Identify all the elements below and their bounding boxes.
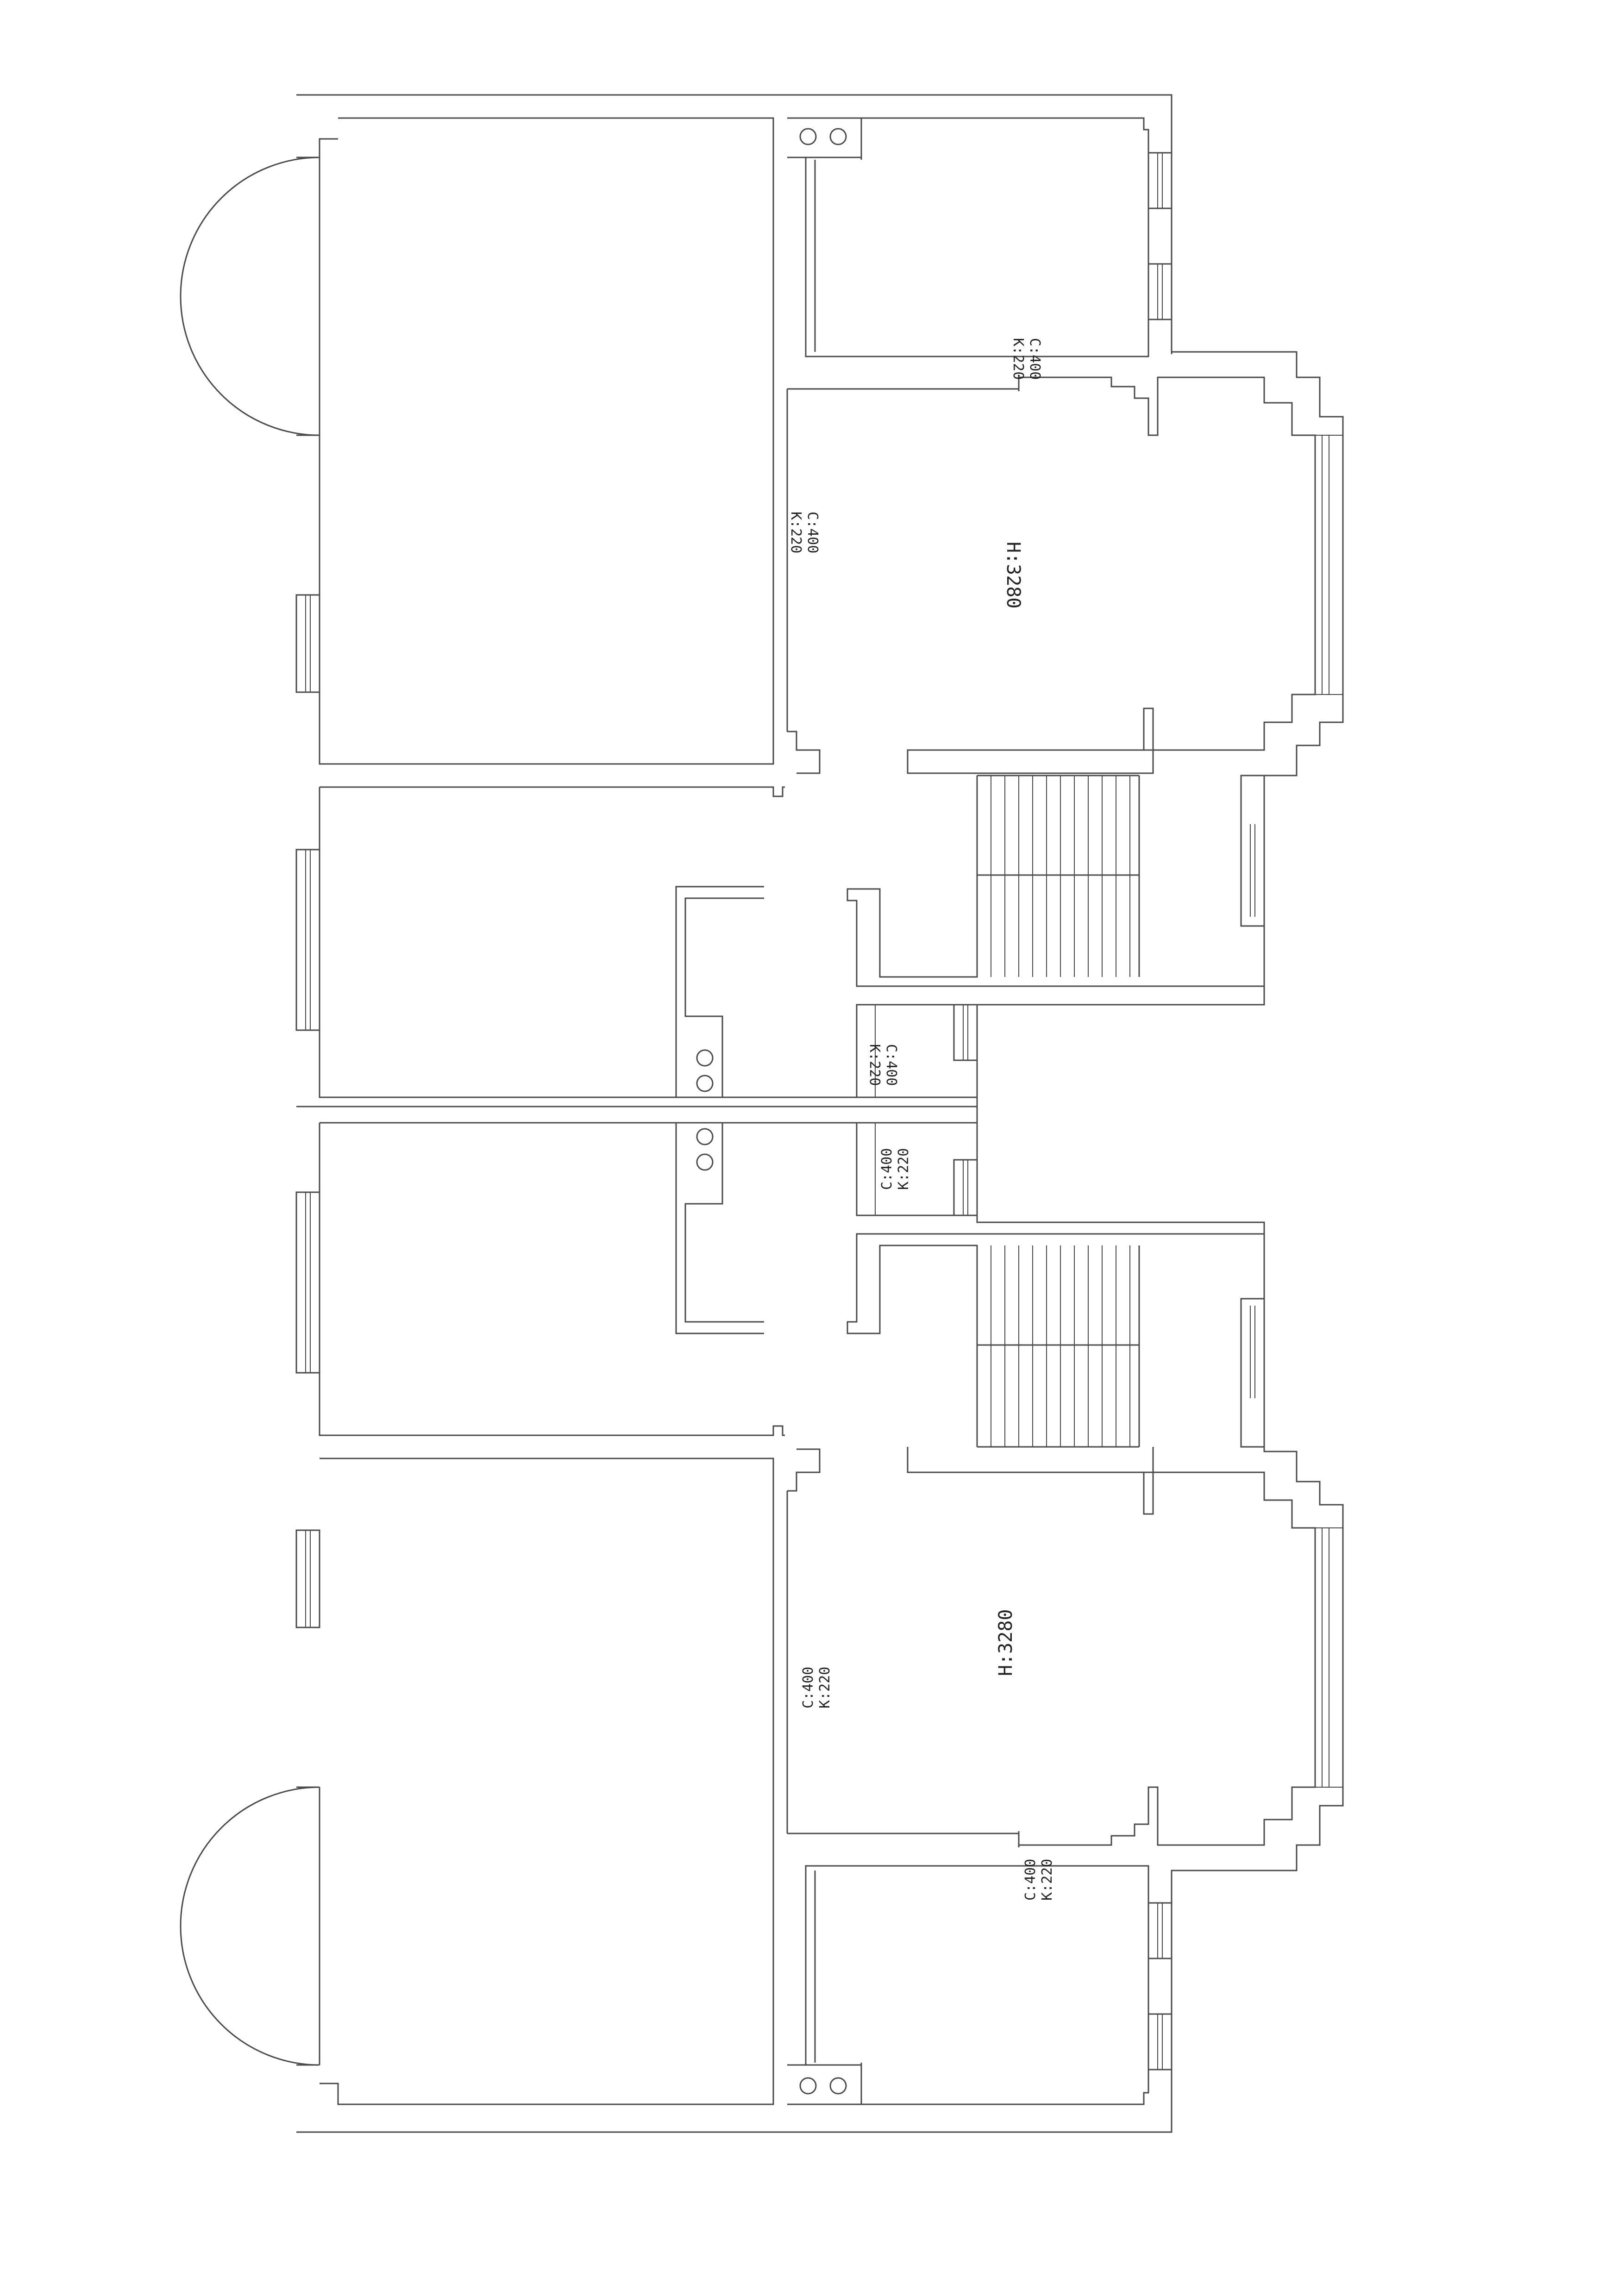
top-bay-window	[180, 156, 320, 436]
bottom-bath-k-label: K:220	[1039, 1859, 1055, 1901]
top-large-room	[319, 117, 774, 765]
top-room-c-label: C:400	[804, 512, 821, 553]
bottom-room-c-label: C:400	[800, 1667, 816, 1708]
bottom-large-room	[295, 1458, 774, 2105]
top-bathroom	[787, 117, 1149, 357]
top-height-label: H:3280	[1003, 542, 1024, 609]
kitchen-lower	[675, 1122, 764, 1334]
top-bath-c-label: C:400	[1027, 338, 1043, 380]
exterior-walls	[296, 94, 1344, 2133]
top-bath-windows	[1147, 152, 1173, 320]
upper-middle-room	[295, 786, 857, 1098]
bottom-bay-window	[180, 1786, 320, 2066]
top-bath-k-label: K:220	[1010, 338, 1026, 380]
top-large-room-window	[295, 594, 320, 693]
bottom-bath-c-label: C:400	[1022, 1859, 1039, 1901]
bottom-living-room	[786, 1447, 1343, 1847]
bottom-staircase	[846, 1233, 1265, 1448]
kitchen-upper	[675, 886, 764, 1098]
bottom-height-label: H:3280	[995, 1609, 1016, 1677]
bottom-bathroom	[787, 1865, 1173, 2105]
top-staircase	[846, 775, 1265, 987]
top-living-room	[786, 375, 1343, 774]
lower-middle-room	[295, 1123, 785, 1436]
mid-upper-c-label: C:400	[883, 1044, 899, 1086]
mid-upper-k-label: K:220	[866, 1044, 883, 1086]
middle-bathrooms	[296, 1004, 978, 1216]
mid-lower-k-label: K:220	[896, 1148, 912, 1190]
mid-lower-c-label: C:400	[879, 1148, 895, 1190]
bottom-room-k-label: K:220	[817, 1667, 833, 1708]
top-room-k-label: K:220	[788, 512, 804, 553]
